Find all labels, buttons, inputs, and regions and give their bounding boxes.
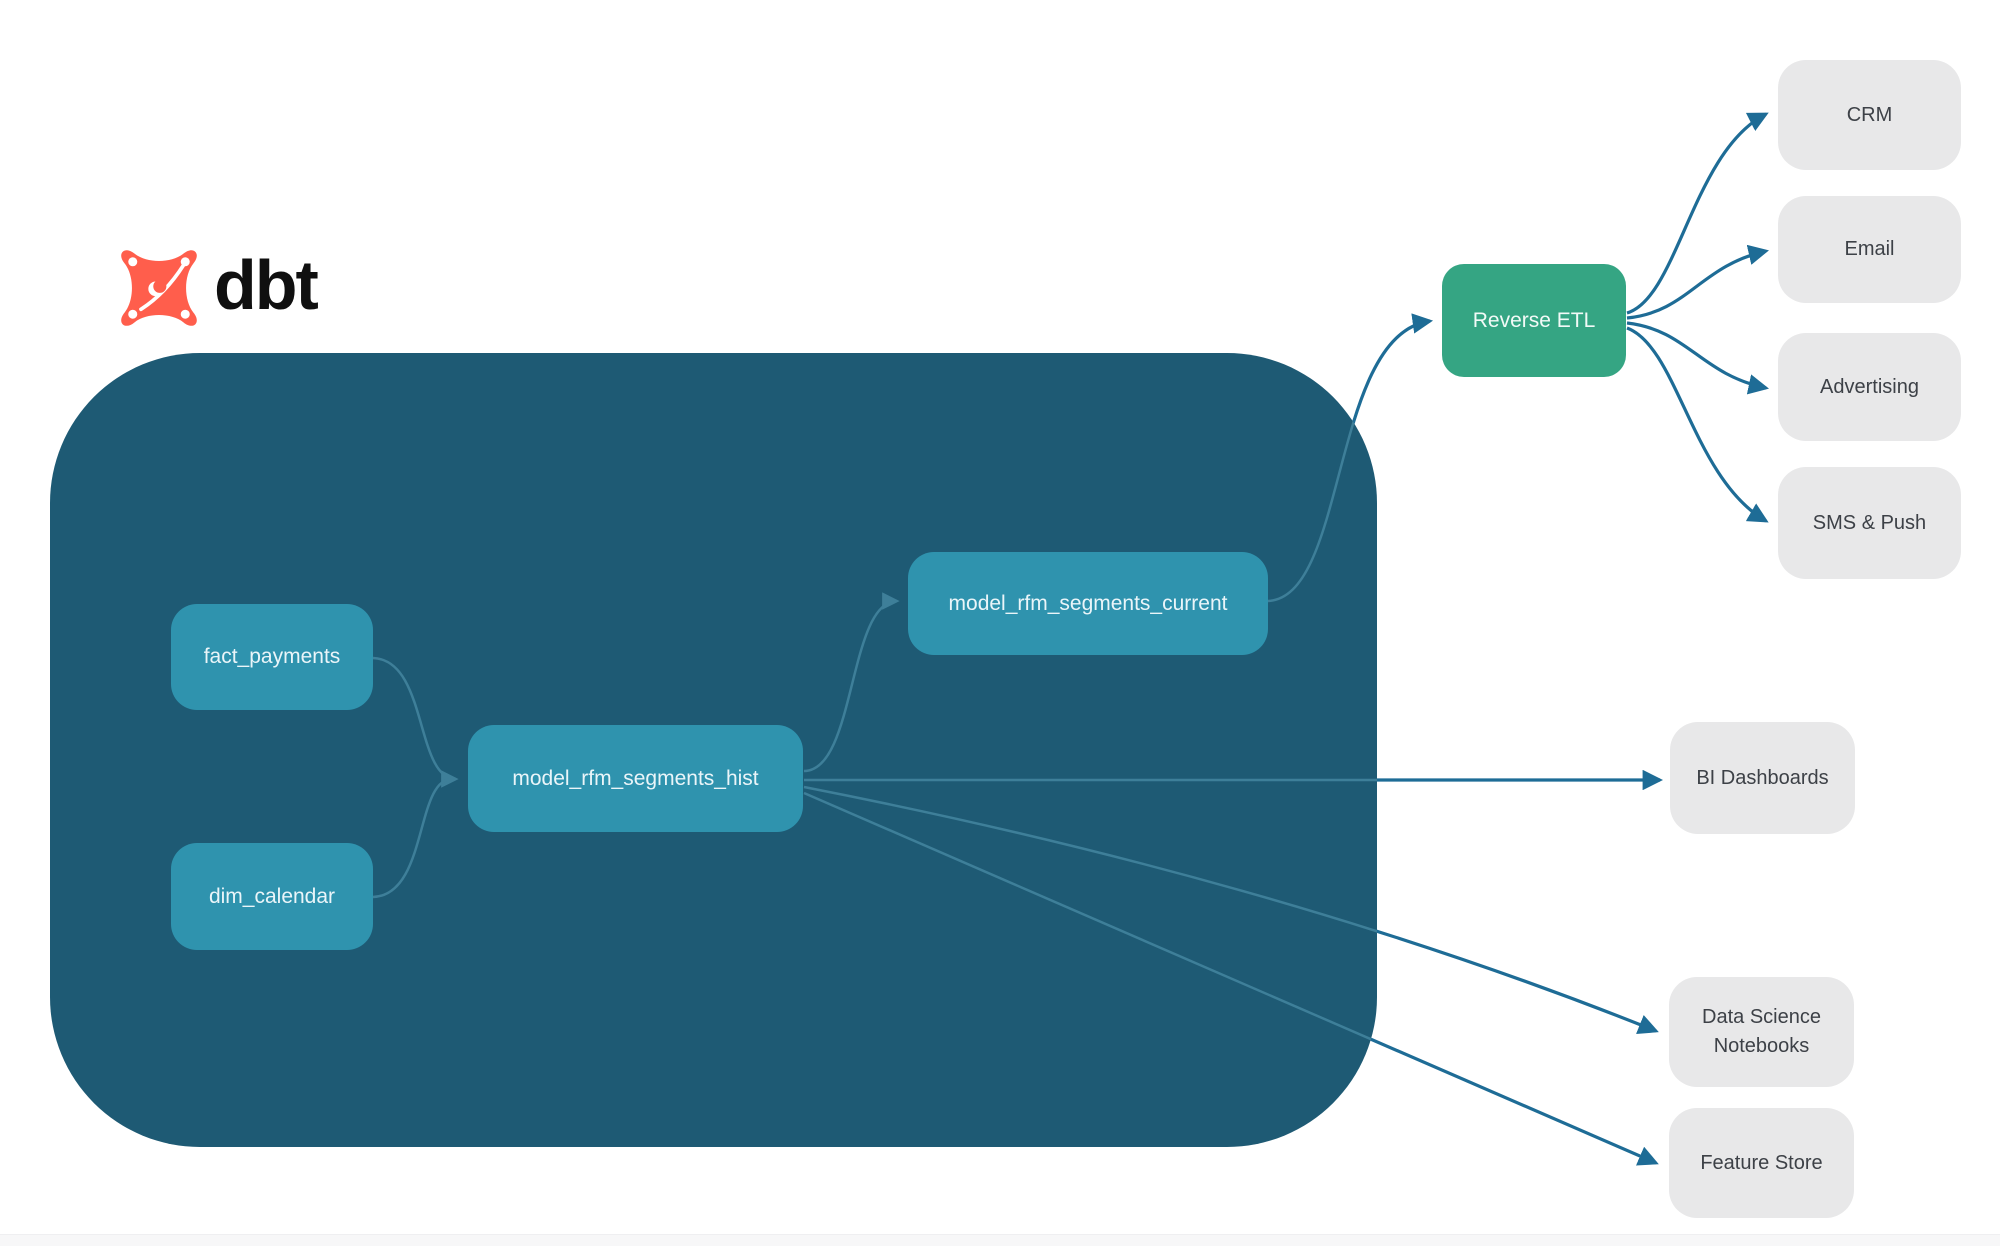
edge-reverse-etl-to-crm	[1626, 112, 1769, 315]
node-bi-dashboards-label: BI Dashboards	[1696, 766, 1829, 789]
edge-fact-payments-to-model-hist	[372, 656, 459, 788]
edge-dim-calendar-to-model-hist	[372, 777, 453, 899]
edge-model-current-to-reverse-etl	[1267, 313, 1434, 603]
node-model-rfm-segments-hist: model_rfm_segments_hist	[468, 725, 803, 832]
dbt-logo: dbt	[118, 246, 319, 330]
node-data-science-notebooks: Data Science Notebooks	[1669, 977, 1854, 1087]
edge-model-hist-to-data-science-notebooks	[803, 785, 1659, 1035]
node-dim-calendar: dim_calendar	[171, 843, 373, 950]
node-feature-store: Feature Store	[1669, 1108, 1854, 1218]
dbt-logo-icon	[121, 250, 197, 326]
node-feature-store-label: Feature Store	[1700, 1151, 1823, 1174]
node-dim-calendar-label: dim_calendar	[208, 884, 336, 908]
edge-reverse-etl-to-email	[1626, 244, 1769, 320]
node-bi-dashboards: BI Dashboards	[1670, 722, 1855, 834]
node-data-science-notebooks-label: Data Science Notebooks	[1702, 1006, 1821, 1057]
node-fact-payments-label: fact_payments	[203, 645, 341, 668]
node-model-rfm-segments-current-label: model_rfm_segments_current	[948, 591, 1228, 615]
node-advertising: Advertising	[1778, 333, 1961, 441]
node-sms-push-label: SMS & Push	[1812, 511, 1927, 534]
node-crm: CRM	[1778, 60, 1961, 170]
edge-model-hist-to-feature-store	[803, 791, 1659, 1166]
edge-reverse-etl-to-sms-push	[1626, 326, 1769, 523]
node-fact-payments: fact_payments	[171, 604, 373, 710]
node-model-rfm-segments-current: model_rfm_segments_current	[908, 552, 1268, 655]
node-reverse-etl: Reverse ETL	[1442, 264, 1626, 377]
node-advertising-label: Advertising	[1820, 375, 1919, 398]
edge-model-hist-to-notebooks-inside	[803, 785, 1377, 1033]
node-email-label: Email	[1844, 238, 1895, 260]
edge-model-current-to-reverse-etl-inside	[1267, 353, 1377, 603]
node-model-rfm-segments-hist-label: model_rfm_segments_hist	[512, 766, 759, 790]
dbt-logo-text: dbt	[214, 246, 319, 324]
edge-model-hist-to-model-current	[803, 592, 900, 773]
node-crm-label: CRM	[1846, 103, 1893, 126]
node-reverse-etl-label: Reverse ETL	[1472, 308, 1596, 332]
node-email: Email	[1778, 196, 1961, 303]
edge-reverse-etl-to-advertising	[1626, 321, 1770, 395]
node-sms-push: SMS & Push	[1778, 467, 1961, 579]
footer-band	[0, 1234, 2000, 1246]
